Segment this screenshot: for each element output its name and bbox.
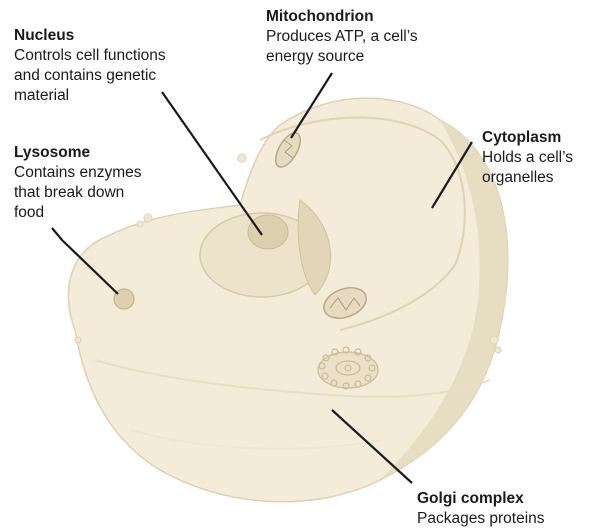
lysosome-desc-line-3: food [14, 203, 142, 223]
nucleus-desc-line-2: and contains genetic [14, 66, 166, 86]
mitochondrion-title: Mitochondrion [266, 7, 418, 27]
mitochondrion-desc-line-2: energy source [266, 47, 418, 67]
nucleus-desc-line-1: Controls cell functions [14, 46, 166, 66]
golgi-title: Golgi complex [417, 489, 545, 509]
lysosome-label: Lysosome Contains enzymes that break dow… [14, 143, 142, 223]
golgi-label: Golgi complex Packages proteins [417, 489, 545, 529]
lysosome-desc-line-2: that break down [14, 183, 142, 203]
cytoplasm-desc-line-2: organelles [482, 168, 573, 188]
mitochondrion-label: Mitochondrion Produces ATP, a cell’s ene… [266, 7, 418, 67]
nucleus-desc-line-3: material [14, 86, 166, 106]
lysosome-desc-line-1: Contains enzymes [14, 163, 142, 183]
golgi-desc-line-1: Packages proteins [417, 509, 545, 529]
nucleus-label: Nucleus Controls cell functions and cont… [14, 26, 166, 106]
lysosome-title: Lysosome [14, 143, 142, 163]
cytoplasm-desc-line-1: Holds a cell’s [482, 148, 573, 168]
mitochondrion-desc-line-1: Produces ATP, a cell’s [266, 27, 418, 47]
cytoplasm-label: Cytoplasm Holds a cell’s organelles [482, 128, 573, 188]
cytoplasm-title: Cytoplasm [482, 128, 573, 148]
nucleus-title: Nucleus [14, 26, 166, 46]
